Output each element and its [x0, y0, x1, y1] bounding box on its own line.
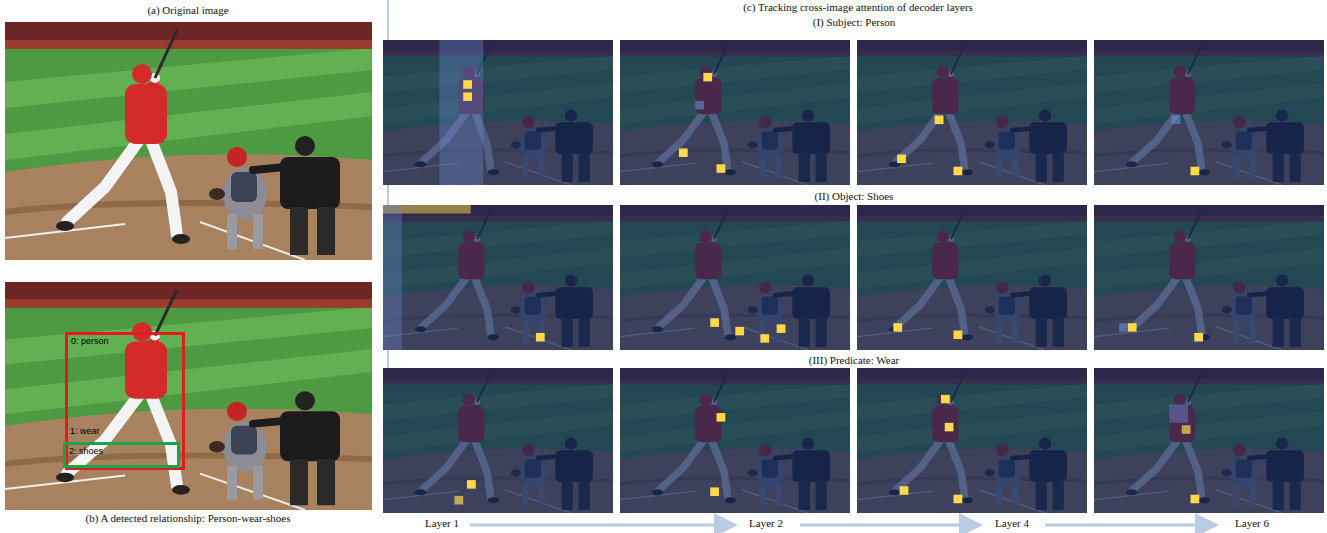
row-heading: (I) Subject: Person: [813, 16, 895, 28]
row-heading: (II) Object: Shoes: [815, 190, 894, 202]
panel-heading: (a) Original image: [147, 4, 228, 16]
layer-label: Layer 2: [749, 517, 783, 529]
layer-arrows: [470, 525, 1216, 526]
panel-caption: (b) A detected relationship: Person-wear…: [85, 512, 290, 524]
object-box: 2: shoes: [63, 442, 180, 468]
panel-heading: (c) Tracking cross-image attention of de…: [743, 1, 973, 13]
box-label: 0: person: [68, 335, 182, 347]
box-label: 2: shoes: [66, 445, 177, 457]
original-photo: [5, 22, 372, 260]
predicate-tag: 1: wear: [70, 426, 100, 436]
attention-maps: [383, 40, 1324, 513]
layer-label: Layer 4: [995, 517, 1029, 529]
layer-label: Layer 6: [1235, 517, 1269, 529]
row-heading: (III) Predicate: Wear: [809, 354, 900, 366]
layer-label: Layer 1: [425, 517, 459, 529]
detection-photo: [5, 282, 372, 510]
